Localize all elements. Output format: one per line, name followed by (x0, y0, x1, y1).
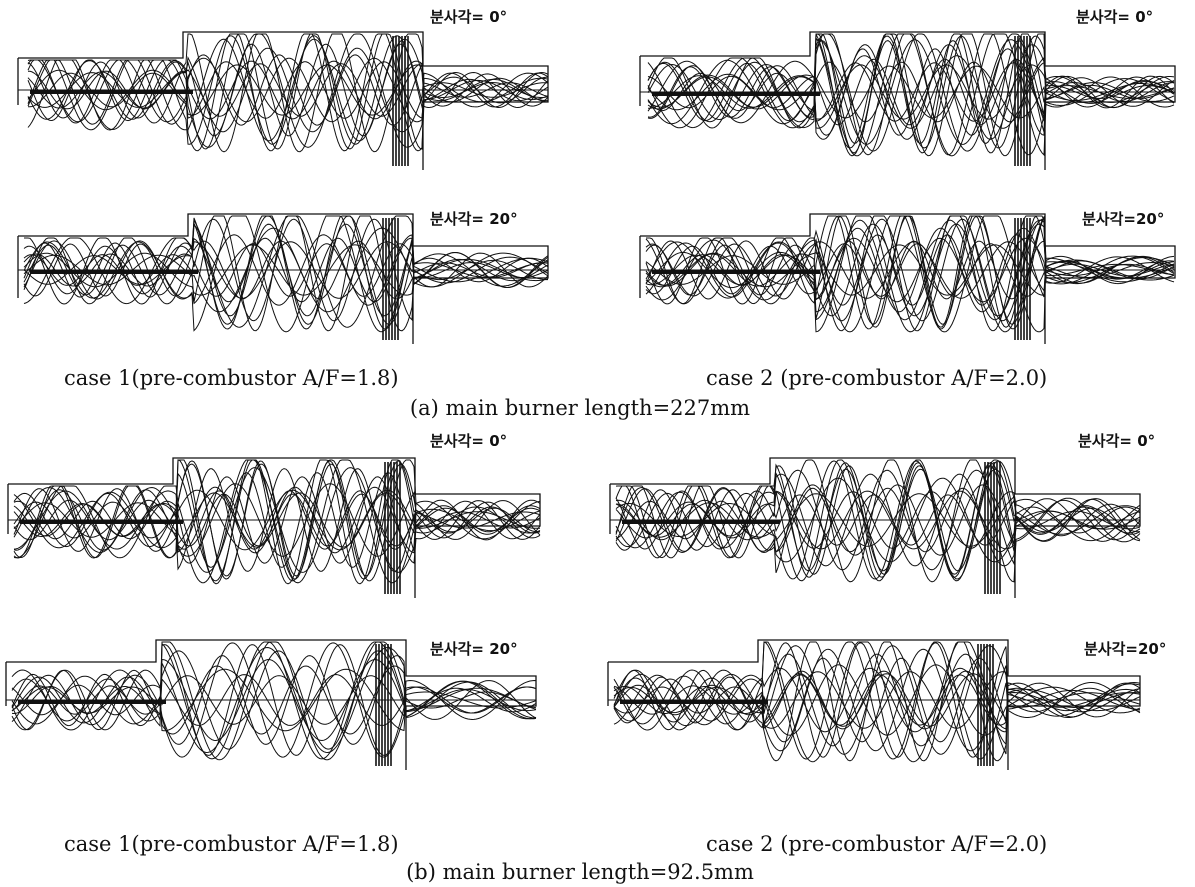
particle-trajectory (23, 215, 549, 333)
trajectory-plot (7, 457, 541, 598)
particle-trajectory (613, 673, 1141, 727)
particle-trajectory (645, 218, 1175, 322)
particle-trajectory (613, 671, 1141, 729)
particle-trajectory (647, 40, 1175, 144)
trajectory-panel-a-case2-0deg: 분사각= 0° (639, 8, 1180, 170)
combustor-outline (5, 639, 537, 770)
particle-trajectory (13, 459, 541, 585)
caption-b: (b) main burner length=92.5mm (406, 860, 754, 884)
particle-trajectory (613, 641, 1141, 763)
particle-trajectory (647, 65, 1175, 119)
particle-trajectory (13, 468, 541, 572)
particle-trajectory (13, 489, 541, 551)
case2-label-b: case 2 (pre-combustor A/F=2.0) (706, 832, 1048, 856)
case2-label-a: case 2 (pre-combustor A/F=2.0) (706, 366, 1048, 390)
injection-angle-label: 분사각= 0° (430, 432, 508, 450)
trajectory-plot (607, 639, 1141, 770)
trajectory-plot (639, 31, 1176, 170)
particle-trajectory (615, 491, 1141, 549)
particle-trajectory (645, 237, 1175, 303)
particle-trajectory (13, 490, 541, 550)
particle-trajectory (11, 644, 537, 756)
particle-trajectory (645, 241, 1175, 299)
particle-trajectory (11, 668, 537, 732)
trajectory-panel-b-case2-0deg: 분사각= 0° (609, 432, 1170, 602)
particle-trajectory (23, 215, 549, 332)
particle-trajectory (11, 641, 537, 760)
injection-angle-label: 분사각= 0° (1078, 432, 1156, 450)
particle-trajectory (647, 44, 1175, 140)
trajectory-panel-a-case1-20deg: 분사각= 20° (17, 210, 558, 350)
particle-trajectory (645, 215, 1175, 333)
particle-trajectory (615, 462, 1141, 578)
injection-angle-label: 분사각=20° (1084, 640, 1167, 658)
trajectory-plot (609, 457, 1141, 598)
particle-trajectory (613, 642, 1141, 758)
particle-trajectory (23, 218, 548, 322)
particle-trajectory (647, 48, 1175, 136)
trajectory-panel-a-case2-20deg: 분사각=20° (639, 210, 1180, 350)
particle-trajectory (647, 33, 1175, 152)
particle-trajectory (613, 648, 1141, 752)
particle-trajectory (23, 241, 549, 299)
particle-trajectory (647, 61, 1175, 123)
particle-trajectory (645, 219, 1175, 321)
particle-trajectory (11, 673, 537, 726)
particle-trajectory (27, 63, 548, 117)
particle-trajectory (11, 642, 537, 758)
trajectory-plot (17, 31, 549, 170)
particle-trajectory (613, 653, 1141, 747)
particle-trajectory (27, 35, 549, 145)
injection-angle-label: 분사각= 0° (1076, 8, 1154, 26)
particle-trajectory (615, 468, 1141, 572)
particle-trajectory (23, 237, 549, 303)
trajectory-panel-a-case1-0deg: 분사각= 0° (17, 8, 558, 170)
particle-trajectory (27, 38, 549, 142)
particle-trajectory (615, 459, 1141, 582)
particle-trajectory (11, 641, 536, 761)
particle-trajectory (28, 61, 549, 119)
trajectory-panel-b-case2-20deg: 분사각=20° (607, 639, 1178, 780)
particle-trajectory (615, 490, 1141, 550)
trajectory-panel-b-case1-20deg: 분사각= 20° (5, 639, 546, 780)
case1-label-b: case 1(pre-combustor A/F=1.8) (64, 832, 399, 856)
particle-trajectory (27, 57, 549, 123)
particle-trajectory (23, 243, 549, 297)
particle-trajectory (27, 54, 549, 126)
injection-angle-label: 분사각= 20° (430, 640, 518, 658)
particle-trajectory (613, 645, 1141, 755)
trajectory-plot (17, 213, 549, 344)
particle-trajectory (647, 62, 1175, 122)
trajectory-panel-b-case1-0deg: 분사각= 0° (7, 432, 548, 602)
particle-trajectory (613, 670, 1141, 730)
particle-trajectory (647, 39, 1175, 145)
particle-trajectory (27, 60, 549, 120)
trajectory-plot (639, 213, 1176, 344)
trajectory-plot (5, 639, 537, 770)
particle-trajectory (613, 664, 1141, 736)
particle-trajectory (647, 33, 1175, 157)
particle-trajectory (615, 494, 1141, 546)
particle-trajectory (615, 469, 1141, 571)
particle-trajectory (647, 33, 1175, 156)
particle-trajectory (615, 484, 1141, 556)
injection-angle-label: 분사각= 20° (430, 210, 518, 228)
particle-trajectory (27, 33, 549, 148)
particle-trajectory (11, 655, 537, 745)
injection-angle-label: 분사각= 0° (430, 8, 508, 26)
injection-angle-label: 분사각=20° (1082, 210, 1165, 228)
caption-a: (a) main burner length=227mm (409, 396, 751, 420)
case1-label-a: case 1(pre-combustor A/F=1.8) (64, 366, 399, 390)
particle-trajectory (11, 650, 537, 750)
particle-trajectory (645, 215, 1175, 333)
particle-trajectory (615, 459, 1141, 583)
particle-trajectory (645, 223, 1175, 317)
particle-trajectory (23, 223, 549, 317)
particle-trajectory (27, 33, 549, 153)
particle-trajectory (647, 55, 1175, 129)
